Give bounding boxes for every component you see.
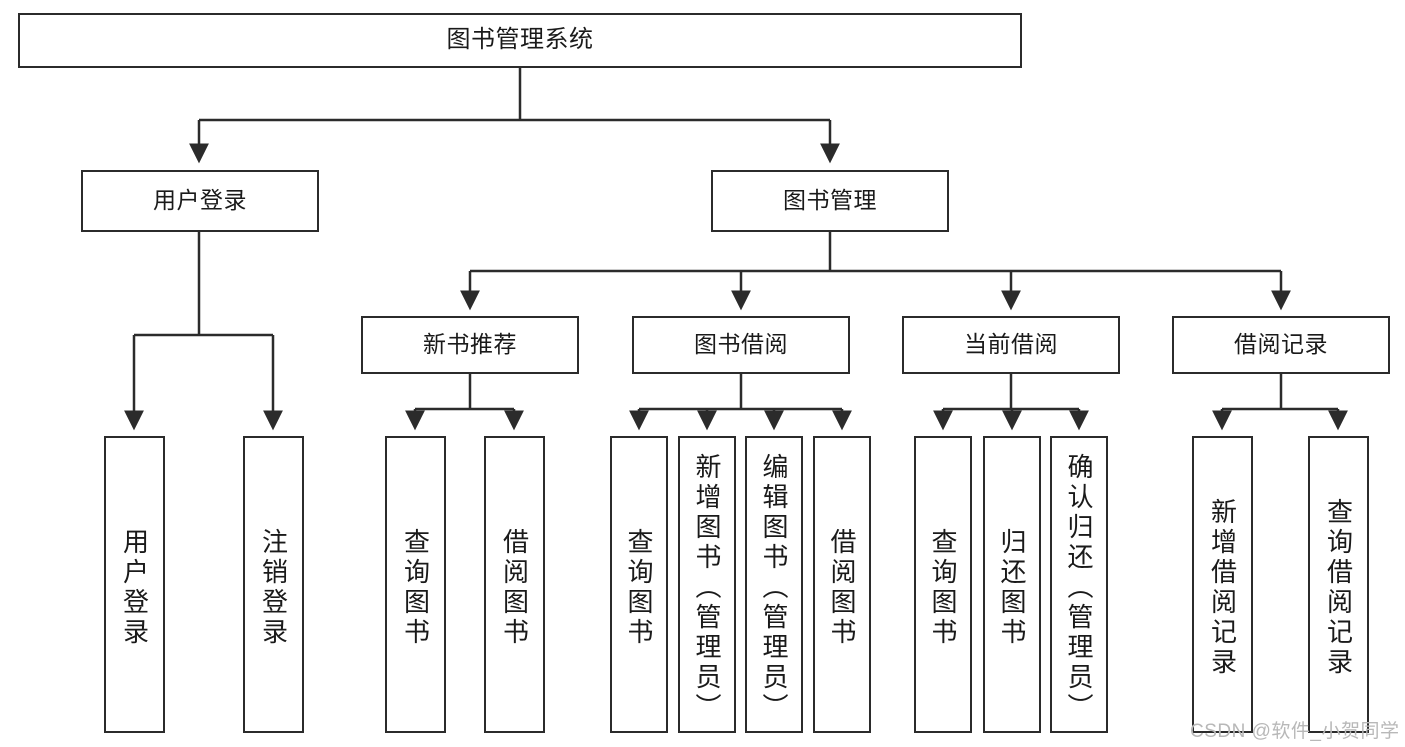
node-leaf-borrow-book-1[interactable]: 借阅图书 [484, 436, 545, 733]
node-leaf-logout-login-label: 注销登录 [258, 527, 289, 648]
node-leaf-query-book-3-label: 查询图书 [928, 527, 958, 648]
node-borrow-record-label: 借阅记录 [1234, 331, 1328, 358]
node-leaf-add-borrow-record[interactable]: 新增借阅记录 [1192, 436, 1253, 733]
node-leaf-borrow-book-2[interactable]: 借阅图书 [813, 436, 871, 733]
node-book-borrow-label: 图书借阅 [694, 331, 788, 358]
node-user-login-label: 用户登录 [153, 187, 247, 214]
node-book-borrow[interactable]: 图书借阅 [632, 316, 850, 374]
node-leaf-query-book-3[interactable]: 查询图书 [914, 436, 972, 733]
node-leaf-user-login-label: 用户登录 [119, 527, 150, 648]
watermark: CSDN @软件_小贺同学 [1190, 721, 1400, 742]
node-current-borrow-label: 当前借阅 [964, 331, 1058, 358]
node-leaf-confirm-return-admin[interactable]: 确认归还（管理员） [1050, 436, 1108, 733]
node-leaf-user-login[interactable]: 用户登录 [104, 436, 165, 733]
node-new-book-recommend-label: 新书推荐 [423, 331, 517, 358]
node-leaf-logout-login[interactable]: 注销登录 [243, 436, 304, 733]
node-leaf-borrow-book-2-label: 借阅图书 [827, 527, 857, 648]
node-current-borrow[interactable]: 当前借阅 [902, 316, 1120, 374]
node-leaf-add-book-admin[interactable]: 新增图书（管理员） [678, 436, 736, 733]
node-leaf-query-book-2-label: 查询图书 [624, 527, 654, 648]
node-user-login[interactable]: 用户登录 [81, 170, 319, 232]
node-book-manage-label: 图书管理 [783, 187, 877, 214]
node-leaf-borrow-book-1-label: 借阅图书 [499, 527, 530, 648]
node-root[interactable]: 图书管理系统 [18, 13, 1022, 68]
node-borrow-record[interactable]: 借阅记录 [1172, 316, 1390, 374]
node-new-book-recommend[interactable]: 新书推荐 [361, 316, 579, 374]
node-leaf-add-book-admin-label: 新增图书（管理员） [692, 452, 722, 723]
node-leaf-return-book[interactable]: 归还图书 [983, 436, 1041, 733]
node-leaf-query-book-1-label: 查询图书 [400, 527, 431, 648]
node-leaf-edit-book-admin-label: 编辑图书（管理员） [759, 452, 789, 723]
node-leaf-query-borrow-record[interactable]: 查询借阅记录 [1308, 436, 1369, 733]
node-leaf-query-book-1[interactable]: 查询图书 [385, 436, 446, 733]
node-leaf-edit-book-admin[interactable]: 编辑图书（管理员） [745, 436, 803, 733]
node-root-label: 图书管理系统 [446, 26, 594, 54]
node-leaf-confirm-return-admin-label: 确认归还（管理员） [1064, 452, 1094, 723]
node-leaf-query-borrow-record-label: 查询借阅记录 [1323, 497, 1354, 678]
node-leaf-add-borrow-record-label: 新增借阅记录 [1207, 497, 1238, 678]
node-leaf-query-book-2[interactable]: 查询图书 [610, 436, 668, 733]
node-book-manage[interactable]: 图书管理 [711, 170, 949, 232]
node-leaf-return-book-label: 归还图书 [997, 527, 1027, 648]
